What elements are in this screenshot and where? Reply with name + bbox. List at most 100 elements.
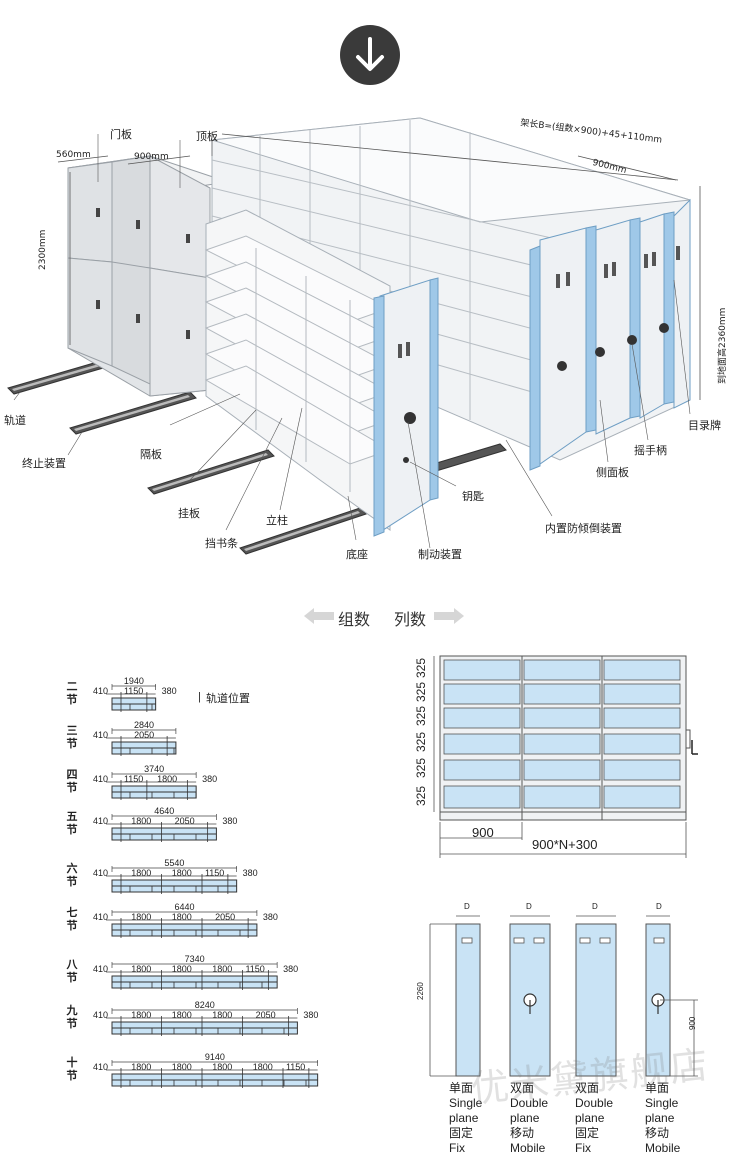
dim-depth: 560mm (56, 150, 91, 160)
rail-segment: 1800 (131, 1010, 152, 1020)
rail-segment: 1800 (212, 964, 233, 974)
rail-left-offset: 410 (93, 1062, 109, 1072)
rail-left-offset: 410 (93, 868, 109, 878)
rail-bar (106, 728, 177, 756)
rail-right-offset: 380 (161, 686, 177, 696)
section-divider: 组数 列数 (304, 604, 464, 629)
rail-position-label: 轨道位置 (206, 692, 250, 705)
label-crank: 摇手柄 (634, 444, 667, 457)
label-partition: 隔板 (140, 448, 162, 461)
rail-segment: 1800 (131, 964, 152, 974)
label-rail: 轨道 (4, 414, 26, 427)
rail-segment: 1800 (131, 816, 152, 826)
rail-segment: 1800 (171, 1010, 192, 1020)
rail-segment: 1800 (171, 964, 192, 974)
rail-row-label: 七 节 (66, 906, 78, 932)
rail-row-label: 九 节 (66, 1004, 78, 1030)
rail-right-offset: 380 (222, 816, 238, 826)
rail-right-offset: 380 (283, 964, 299, 974)
label-base: 底座 (346, 548, 368, 561)
rail-left-offset: 410 (93, 816, 109, 826)
rail-segment: 1800 (131, 868, 152, 878)
rail-bar (106, 814, 217, 842)
rail-bar (106, 962, 278, 990)
rail-segment: 1150 (285, 1062, 306, 1072)
front-view-drawing (433, 655, 698, 858)
label-end-stop: 终止装置 (22, 457, 66, 470)
dim-width: 900mm (134, 152, 169, 162)
label-book-strip: 挡书条 (205, 537, 238, 550)
rail-bar (106, 684, 157, 712)
rail-left-offset: 410 (93, 774, 109, 784)
rail-total: 7340 (184, 954, 205, 964)
rail-segment: 1800 (131, 1062, 152, 1072)
compact-shelving-illustration (7, 117, 701, 555)
rail-total: 9140 (204, 1052, 225, 1062)
rail-segment: 1800 (131, 912, 152, 922)
label-door: 门板 (110, 128, 132, 141)
rail-left-offset: 410 (93, 912, 109, 922)
down-arrow-icon (339, 24, 401, 86)
side-depth-mark-4: D (656, 902, 662, 911)
rail-segment: 1150 (204, 868, 225, 878)
rail-right-offset: 380 (202, 774, 218, 784)
rail-total: 1940 (123, 676, 144, 686)
label-column: 立柱 (266, 514, 288, 527)
rail-bar (106, 1060, 319, 1088)
rail-total: 2840 (133, 720, 154, 730)
front-total-width: 900*N+300 (532, 837, 598, 852)
rail-total: 3740 (144, 764, 165, 774)
rail-segment: 1150 (123, 774, 144, 784)
label-hanger: 挂板 (178, 507, 200, 520)
rail-right-offset: 380 (242, 868, 258, 878)
rail-left-offset: 410 (93, 686, 109, 696)
rail-total: 6440 (174, 902, 195, 912)
rail-segment: 1800 (212, 1062, 233, 1072)
rail-segment: 1800 (157, 774, 178, 784)
rail-segment: 1800 (252, 1062, 273, 1072)
rail-left-offset: 410 (93, 1010, 109, 1020)
rail-segment: 1150 (123, 686, 144, 696)
rail-right-offset: 380 (303, 1010, 319, 1020)
rail-bar (106, 866, 238, 894)
divider-columns: 列数 (394, 610, 427, 629)
label-anti-tilt: 内置防倾倒装置 (545, 522, 622, 535)
label-catalog: 目录牌 (688, 419, 721, 432)
label-top: 顶板 (196, 130, 218, 143)
side-views-drawing (429, 915, 698, 1077)
rail-segment: 1150 (245, 964, 265, 974)
rail-total: 8240 (194, 1000, 215, 1010)
rail-row-label: 十 节 (66, 1056, 78, 1082)
rail-bar (106, 772, 197, 800)
side-depth-mark-1: D (464, 902, 470, 911)
divider-groups: 组数 (338, 610, 371, 629)
rail-segment: 1800 (212, 1010, 233, 1020)
side-view-caption: 单面 Single plane 固定 Fix (449, 1081, 483, 1155)
rail-row-label: 三 节 (66, 724, 78, 750)
rail-total: 4640 (154, 806, 175, 816)
side-view-caption: 双面 Double plane 固定 Fix (575, 1081, 614, 1155)
rail-segment: 2050 (174, 816, 195, 826)
rail-segment: 2050 (134, 730, 155, 740)
front-col-width: 900 (472, 825, 494, 840)
rail-row-label: 八 节 (66, 958, 78, 984)
rail-segment: 1800 (171, 1062, 192, 1072)
side-depth-mark-3: D (592, 902, 598, 911)
rail-segment: 1800 (171, 868, 192, 878)
side-depth-mark-2: D (526, 902, 532, 911)
side-view-caption: 双面 Double plane 移动 Mobile (510, 1081, 549, 1155)
label-key: 钥匙 (462, 490, 484, 503)
label-side-panel: 侧面板 (596, 466, 629, 479)
rail-left-offset: 410 (93, 964, 109, 974)
side-view-caption: 单面 Single plane 移动 Mobile (645, 1081, 681, 1155)
rail-total: 5540 (164, 858, 185, 868)
rail-segment: 1800 (171, 912, 192, 922)
label-brake: 制动装置 (418, 548, 462, 561)
rail-segment: 2050 (255, 1010, 276, 1020)
rail-bar (106, 910, 258, 938)
rail-row-label: 二 节 (66, 680, 78, 706)
rail-row-label: 五 节 (66, 810, 78, 836)
rail-right-offset: 380 (262, 912, 278, 922)
